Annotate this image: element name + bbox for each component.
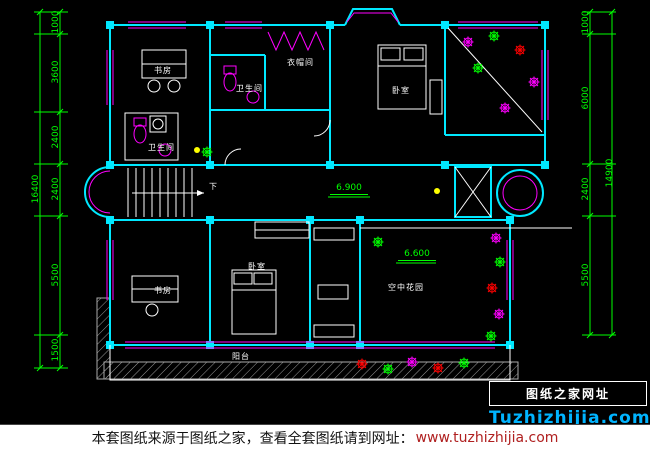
- dim-left-seg-2: 2400: [51, 125, 61, 149]
- room-label-bedroom-top: 卧室: [392, 86, 410, 95]
- stair-down-label: 下: [209, 182, 218, 191]
- footer-caption-bar: 本套图纸来源于图纸之家，查看全套图纸请到网址： www.tuzhizhijia.…: [0, 424, 650, 450]
- watermark-site-text: Tuzhizhijia.com: [489, 408, 650, 428]
- footer-text: 本套图纸来源于图纸之家，查看全套图纸请到网址：: [91, 430, 414, 447]
- room-label-study-top: 书房: [154, 66, 172, 75]
- elevator-shaft: [454, 166, 492, 218]
- floorplan-drawing: [34, 8, 616, 381]
- dimension-lines: [34, 8, 616, 372]
- staircase: [127, 168, 204, 217]
- round-bay: [496, 169, 544, 217]
- room-label-bedroom-bottom: 卧室: [248, 262, 266, 271]
- dim-left-seg-5: 1500: [51, 338, 61, 362]
- dim-right-total: 14900: [605, 158, 615, 188]
- room-label-cloakroom: 衣帽间: [287, 58, 314, 67]
- room-label-balcony: 阳台: [232, 352, 250, 361]
- dim-right-seg-0: 1000: [581, 10, 591, 34]
- dim-right-seg-2: 2400: [581, 177, 591, 201]
- dim-left-seg-3: 2400: [51, 177, 61, 201]
- watermark: 图纸之家网址 Tuzhizhijia.com: [489, 381, 650, 428]
- footer-url: www.tuzhizhijia.com: [415, 429, 559, 446]
- room-label-bath-top: 卫生间: [236, 84, 263, 93]
- elevation-marker-upper: 6.900: [330, 183, 368, 195]
- dim-left-seg-1: 3600: [51, 60, 61, 84]
- room-label-sky-garden: 空中花园: [388, 283, 424, 292]
- watermark-box-label: 图纸之家网址: [489, 381, 647, 406]
- room-label-bath-mid: 卫生间: [148, 143, 175, 152]
- room-label-study-bottom: 书房: [154, 286, 172, 295]
- dim-right-seg-3: 5500: [581, 263, 591, 287]
- bathroom-partition: [124, 112, 179, 161]
- elevation-marker-lower: 6.600: [398, 249, 436, 261]
- columns: [106, 21, 549, 349]
- dim-left-total: 16400: [31, 174, 41, 204]
- balcony-hatch: [96, 297, 519, 380]
- windows: [88, 12, 549, 349]
- dim-left-seg-4: 5500: [51, 263, 61, 287]
- plants: [194, 30, 540, 375]
- furniture: [131, 27, 572, 338]
- dim-left-seg-0: 1000: [51, 10, 61, 34]
- balcony-outline: [109, 345, 511, 381]
- dim-right-seg-1: 6000: [581, 86, 591, 110]
